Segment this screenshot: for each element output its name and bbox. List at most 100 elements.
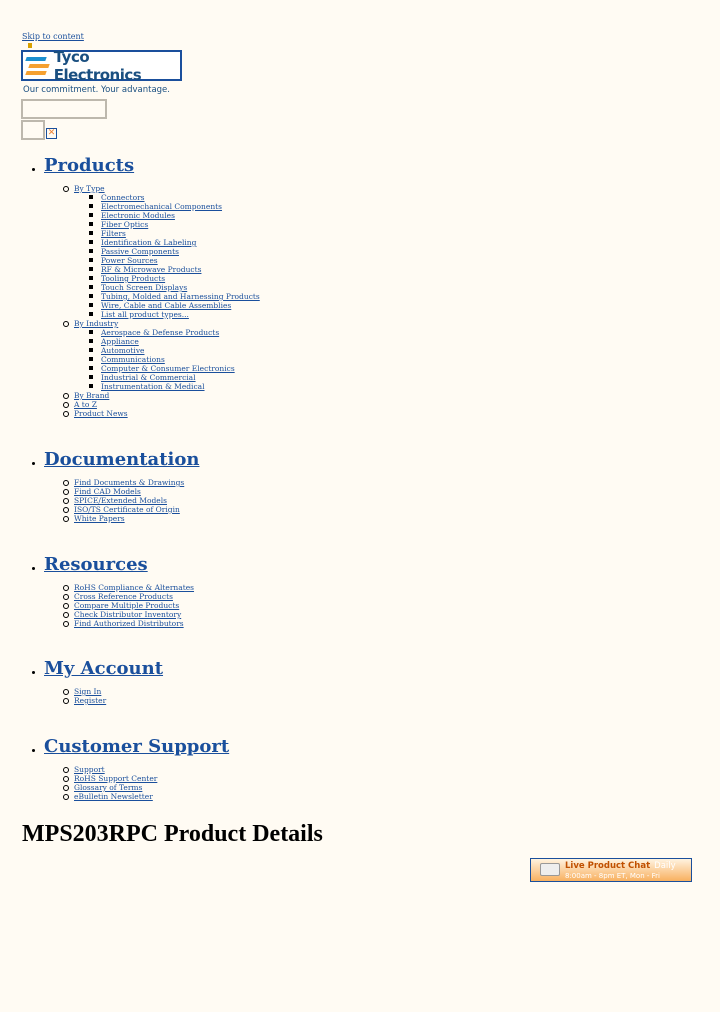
nav-link-communications[interactable]: Communications [101, 355, 165, 364]
nav-link-products[interactable]: Products [44, 155, 135, 176]
nav-subitem: Automotive [89, 346, 260, 355]
nav-link-by-industry[interactable]: By Industry [74, 319, 119, 328]
chat-bubble-icon [540, 863, 560, 876]
bullet-icon [32, 167, 35, 171]
nav-link-iso-ts-certificate-of-origin[interactable]: ISO/TS Certificate of Origin [74, 505, 180, 514]
nav-link-aerospace-defense-products[interactable]: Aerospace & Defense Products [101, 328, 220, 337]
nav-link-my-account[interactable]: My Account [44, 658, 164, 679]
nav-link-electromechanical-components[interactable]: Electromechanical Components [101, 202, 223, 211]
tyco-logo[interactable]: Tyco Electronics [21, 47, 182, 84]
chat-suffix: Daily [654, 861, 676, 871]
nav-link-computer-consumer-electronics[interactable]: Computer & Consumer Electronics [101, 364, 235, 373]
nav-link-check-distributor-inventory[interactable]: Check Distributor Inventory [74, 610, 182, 619]
clear-search-icon[interactable]: ✕ [46, 128, 57, 139]
search-input[interactable] [21, 99, 107, 119]
nav-subitem: Fiber Optics [89, 220, 260, 229]
nav-link-white-papers[interactable]: White Papers [74, 514, 125, 523]
nav-item: Product News [62, 409, 260, 418]
nav-link-rohs-compliance-alternates[interactable]: RoHS Compliance & Alternates [74, 583, 195, 592]
nav-heading: Documentation [22, 449, 199, 471]
nav-link-glossary-of-terms[interactable]: Glossary of Terms [74, 783, 143, 792]
nav-link-customer-support[interactable]: Customer Support [44, 736, 230, 757]
nav-subitem: Filters [89, 229, 260, 238]
nav-link-a-to-z[interactable]: A to Z [74, 400, 97, 409]
chat-title: Live Product Chat [565, 861, 651, 871]
nav-subitem: Identification & Labeling [89, 238, 260, 247]
nav-link-electronic-modules[interactable]: Electronic Modules [101, 211, 175, 220]
logo-text: Tyco Electronics [53, 47, 142, 84]
nav-link-documentation[interactable]: Documentation [44, 449, 200, 470]
nav-subitem: Instrumentation & Medical [89, 382, 260, 391]
nav-item: Register [62, 696, 163, 705]
bullet-icon [32, 461, 35, 465]
nav-link-ebulletin-newsletter[interactable]: eBulletin Newsletter [74, 792, 153, 801]
nav-subitem: Computer & Consumer Electronics [89, 364, 260, 373]
nav-subitem: Electromechanical Components [89, 202, 260, 211]
nav-link-passive-components[interactable]: Passive Components [101, 247, 179, 256]
nav-subitem: Passive Components [89, 247, 260, 256]
nav-link-touch-screen-displays[interactable]: Touch Screen Displays [101, 283, 188, 292]
skip-to-content-link[interactable]: Skip to content [22, 32, 84, 41]
nav-heading: Resources [22, 554, 194, 576]
nav-subitem: Touch Screen Displays [89, 283, 260, 292]
nav-link-connectors[interactable]: Connectors [101, 193, 145, 202]
nav-link-power-sources[interactable]: Power Sources [101, 256, 158, 265]
nav-link-industrial-commercial[interactable]: Industrial & Commercial [101, 373, 196, 382]
nav-subitem: Tooling Products [89, 274, 260, 283]
nav-item: Sign In [62, 687, 163, 696]
nav-subitem: Appliance [89, 337, 260, 346]
nav-link-identification-labeling[interactable]: Identification & Labeling [101, 238, 197, 247]
nav-link-rf-microwave-products[interactable]: RF & Microwave Products [101, 265, 202, 274]
nav-link-fiber-optics[interactable]: Fiber Optics [101, 220, 149, 229]
nav-subitem: Aerospace & Defense Products [89, 328, 260, 337]
nav-heading: My Account [22, 658, 163, 680]
nav-link-appliance[interactable]: Appliance [101, 337, 139, 346]
nav-item: Find Documents & Drawings [62, 478, 199, 487]
nav-link-tooling-products[interactable]: Tooling Products [101, 274, 166, 283]
nav-item: Cross Reference Products [62, 592, 194, 601]
nav-link-wire-cable-and-cable-assemblies[interactable]: Wire, Cable and Cable Assemblies [101, 301, 232, 310]
nav-link-by-brand[interactable]: By Brand [74, 391, 110, 400]
nav-link-register[interactable]: Register [74, 696, 107, 705]
nav-link-spice-extended-models[interactable]: SPICE/Extended Models [74, 496, 167, 505]
nav-link-compare-multiple-products[interactable]: Compare Multiple Products [74, 601, 180, 610]
nav-subitem: Communications [89, 355, 260, 364]
nav-subitem: Wire, Cable and Cable Assemblies [89, 301, 260, 310]
nav-link-rohs-support-center[interactable]: RoHS Support Center [74, 774, 158, 783]
nav-link-product-news[interactable]: Product News [74, 409, 128, 418]
nav-item: SPICE/Extended Models [62, 496, 199, 505]
nav-link-support[interactable]: Support [74, 765, 105, 774]
page-title: MPS203RPC Product Details [22, 821, 323, 847]
nav-link-find-documents-drawings[interactable]: Find Documents & Drawings [74, 478, 185, 487]
nav-link-resources[interactable]: Resources [44, 554, 148, 575]
nav-link-tubing-molded-and-harnessing-products[interactable]: Tubing, Molded and Harnessing Products [101, 292, 260, 301]
chat-hours: 8:00am - 8pm ET, Mon - Fri [565, 872, 660, 880]
nav-item: Find CAD Models [62, 487, 199, 496]
nav-subitem: RF & Microwave Products [89, 265, 260, 274]
nav-link-instrumentation-medical[interactable]: Instrumentation & Medical [101, 382, 205, 391]
nav-link-filters[interactable]: Filters [101, 229, 126, 238]
nav-link-sign-in[interactable]: Sign In [74, 687, 102, 696]
nav-link-list-all-product-types[interactable]: List all product types... [101, 310, 189, 319]
nav-link-find-cad-models[interactable]: Find CAD Models [74, 487, 141, 496]
nav-heading: Products [22, 155, 260, 177]
nav-link-by-type[interactable]: By Type [74, 184, 105, 193]
tagline: Our commitment. Your advantage. [23, 85, 170, 95]
nav-item: ISO/TS Certificate of Origin [62, 505, 199, 514]
search-submit-button[interactable] [21, 120, 45, 140]
nav-link-find-authorized-distributors[interactable]: Find Authorized Distributors [74, 619, 184, 628]
nav-link-automotive[interactable]: Automotive [101, 346, 145, 355]
nav-subitem: List all product types... [89, 310, 260, 319]
nav-subitem: Industrial & Commercial [89, 373, 260, 382]
nav-item: By Brand [62, 391, 260, 400]
nav-subitem: Electronic Modules [89, 211, 260, 220]
nav-link-cross-reference-products[interactable]: Cross Reference Products [74, 592, 173, 601]
